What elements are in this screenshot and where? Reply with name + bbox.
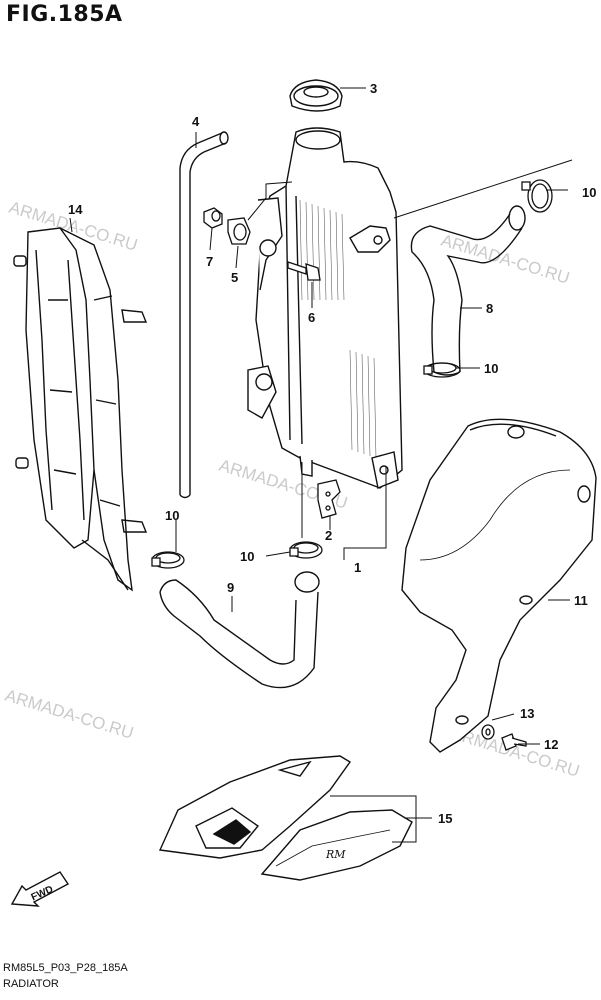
callout-10a: 10 (582, 185, 596, 200)
cushion (227, 217, 251, 245)
callout-10c: 10 (165, 508, 179, 523)
radiator-cover (401, 418, 597, 753)
callout-1: 1 (354, 560, 361, 575)
fwd-arrow: FWD (10, 871, 70, 907)
breather-hose (179, 131, 229, 499)
clamp-upper-right (521, 179, 553, 213)
collar (203, 207, 223, 229)
upper-hose (410, 205, 526, 376)
callout-15: 15 (438, 811, 452, 826)
clamp-lower-left (151, 551, 185, 569)
callout-9: 9 (227, 580, 234, 595)
drawing-code: RM85L5_P03_P28_185A (3, 962, 128, 974)
callout-4: 4 (192, 114, 200, 129)
figure-title: FIG.185A (6, 2, 123, 27)
radiator-core (247, 127, 403, 489)
radiator-cap (289, 79, 343, 112)
callout-2: 2 (325, 528, 332, 543)
callout-8: 8 (486, 301, 493, 316)
radiator-guard (13, 227, 148, 592)
clamp-lower-right (289, 541, 323, 559)
lower-hose (159, 571, 320, 689)
bolt (287, 261, 321, 281)
watermark-2: ARMADA-CO.RU (439, 231, 572, 288)
callout-6: 6 (308, 310, 315, 325)
callouts: 1 2 3 4 5 6 7 8 9 10 10 10 10 11 12 13 1… (68, 81, 596, 826)
callout-11: 11 (574, 593, 588, 608)
callout-10d: 10 (240, 549, 254, 564)
watermark-4: ARMADA-CO.RU (3, 686, 136, 743)
clamps (151, 179, 553, 569)
washer (481, 724, 495, 740)
callout-5: 5 (231, 270, 238, 285)
drawing-caption: RADIATOR (3, 978, 59, 990)
callout-3: 3 (370, 81, 377, 96)
emblem: RM (158, 755, 413, 881)
callout-14: 14 (68, 202, 83, 217)
leader-lines (69, 87, 573, 843)
svg-text:RM: RM (325, 848, 346, 861)
callout-7: 7 (206, 254, 213, 269)
callout-10b: 10 (484, 361, 498, 376)
callout-13: 13 (520, 706, 534, 721)
callout-12: 12 (544, 737, 558, 752)
bracket (317, 479, 341, 519)
